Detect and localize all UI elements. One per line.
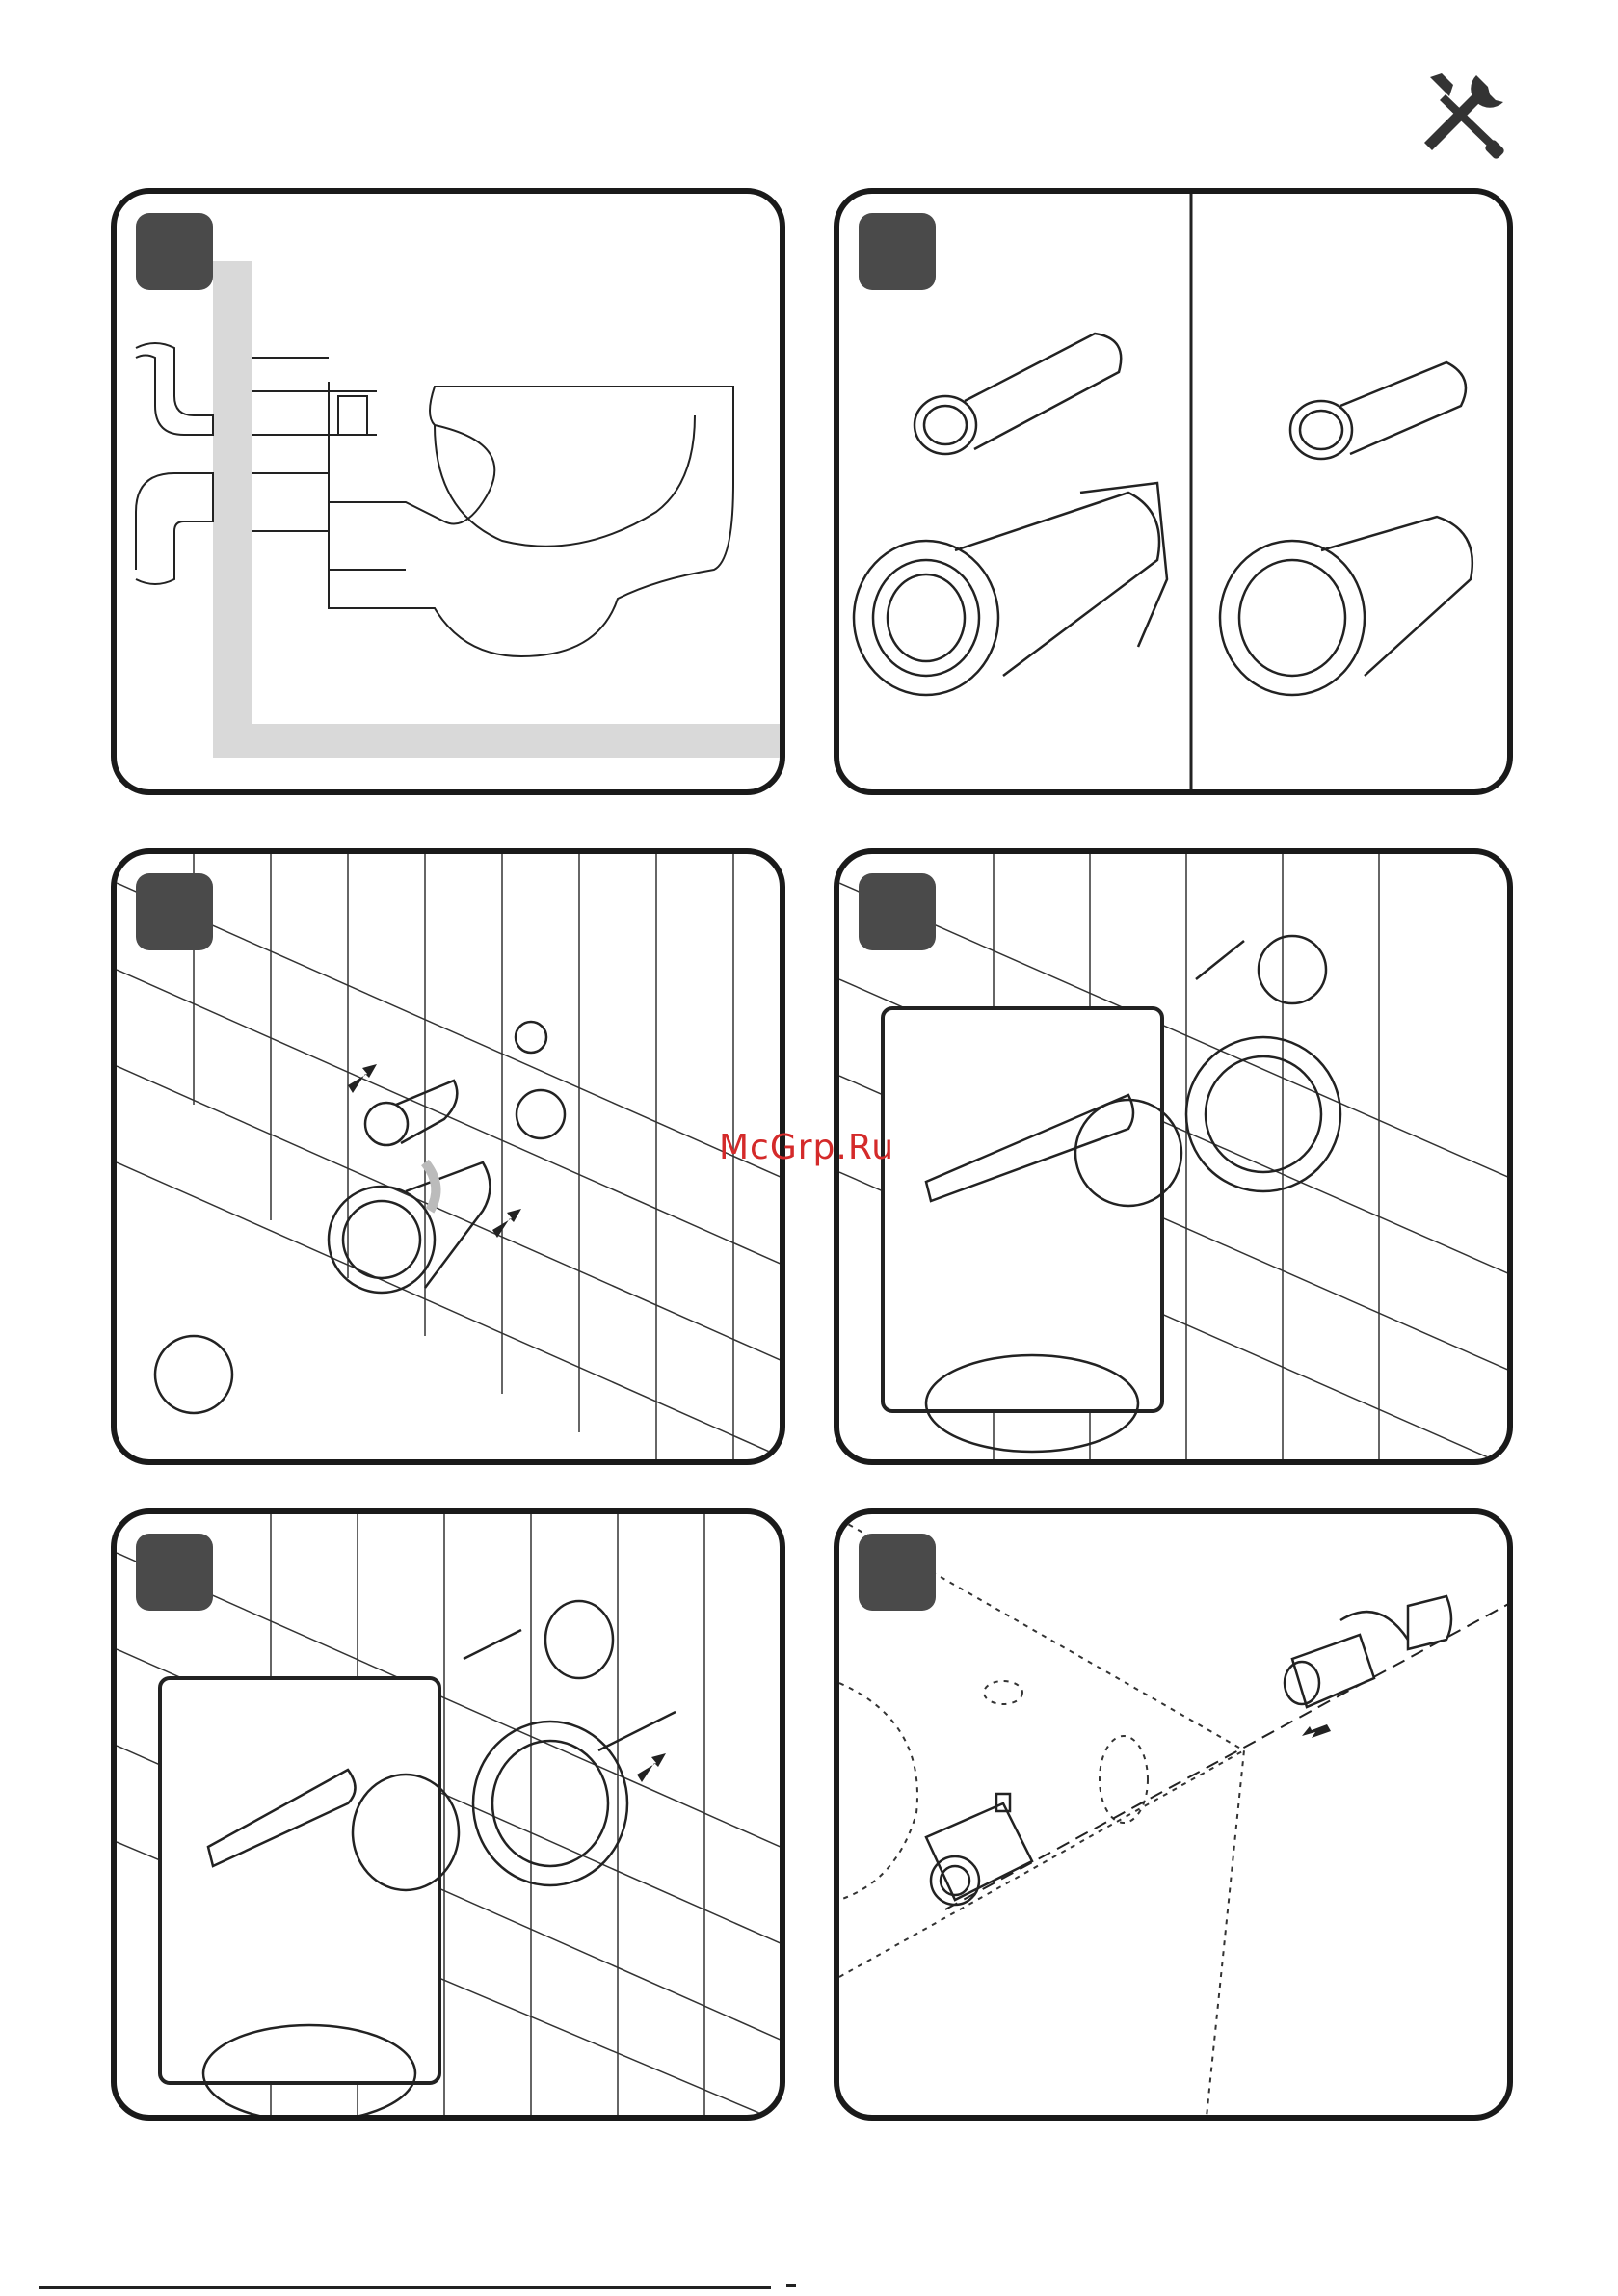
mount-studs-illustration [117, 1514, 785, 2121]
step-number-badge [859, 873, 936, 950]
step-panel-4 [834, 848, 1513, 1465]
step-number-badge [136, 213, 213, 290]
step-number-badge [859, 1534, 936, 1611]
step-panel-1 [111, 188, 785, 795]
screwdriver-wrench-icon [1417, 66, 1513, 162]
step-panel-6 [834, 1508, 1513, 2121]
step-number-badge [136, 1534, 213, 1611]
insert-connectors-illustration [117, 854, 785, 1465]
step-number-badge [859, 213, 936, 290]
footer-mark [786, 2284, 796, 2287]
cut-pipes-illustration [839, 194, 1513, 795]
step-number-badge [136, 873, 213, 950]
watermark-text: McGrp.Ru [719, 1128, 894, 1167]
footer-divider [39, 2286, 771, 2289]
step-panel-5 [111, 1508, 785, 2121]
step-panel-3 [111, 848, 785, 1465]
fix-bracket-illustration [839, 1514, 1513, 2121]
cut-rod-illustration [839, 854, 1513, 1465]
wall-toilet-illustration [117, 194, 785, 795]
step-panel-2 [834, 188, 1513, 795]
